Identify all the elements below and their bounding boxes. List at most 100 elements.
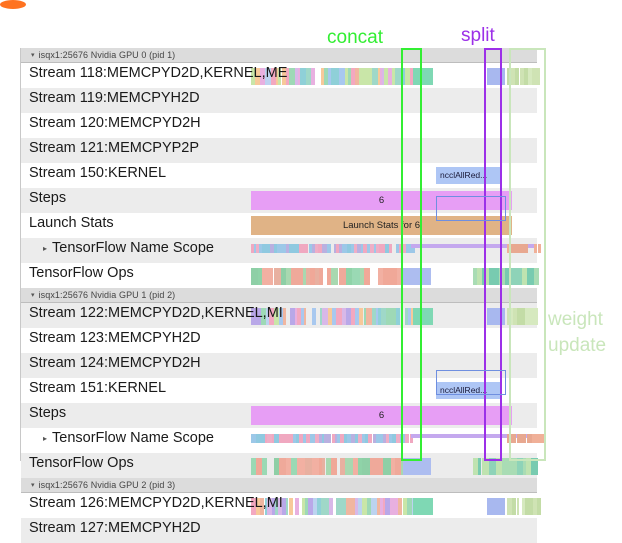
trace-event-block[interactable] — [350, 244, 355, 253]
trace-event-block[interactable] — [264, 244, 270, 253]
trace-event-block[interactable] — [321, 244, 327, 253]
empty-track[interactable] — [251, 113, 537, 138]
trace-event-block[interactable] — [340, 434, 345, 443]
trace-event-block[interactable] — [499, 268, 505, 285]
trace-event-block[interactable] — [294, 68, 298, 85]
row-label[interactable]: ▸TensorFlow Name Scope — [43, 430, 214, 446]
chevron-down-icon[interactable]: ▾ — [31, 291, 35, 299]
trace-event-block[interactable] — [395, 434, 401, 443]
timeline-row[interactable]: Stream 127:MEMCPYH2D — [21, 518, 537, 543]
trace-event-block[interactable] — [251, 244, 255, 253]
timeline-row[interactable]: Stream 119:MEMCPYH2D — [21, 88, 537, 113]
trace-event-block[interactable] — [291, 244, 295, 253]
trace-event-block[interactable] — [282, 244, 286, 253]
trace-event-block[interactable] — [514, 244, 522, 253]
row-label[interactable]: Stream 123:MEMCPYH2D — [29, 330, 201, 346]
row-label[interactable]: TensorFlow Ops — [29, 455, 134, 471]
row-label[interactable]: Launch Stats — [29, 215, 114, 231]
trace-event-block[interactable] — [359, 268, 365, 285]
trace-event-block[interactable] — [302, 244, 305, 253]
timeline-row[interactable]: ncclAllRed...Stream 150:KERNEL — [21, 163, 537, 188]
trace-event-block[interactable] — [337, 434, 341, 443]
trace-event-block[interactable] — [350, 434, 356, 443]
timeline-row[interactable]: Stream 121:MEMCPYP2P — [21, 138, 537, 163]
trace-event-block[interactable] — [345, 308, 352, 325]
trace-event-block[interactable] — [397, 268, 405, 285]
trace-event-block[interactable] — [311, 68, 316, 85]
timeline-row[interactable]: ▸TensorFlow Name Scope — [21, 238, 542, 263]
timeline-row[interactable]: Stream 120:MEMCPYD2H — [21, 113, 537, 138]
trace-event-block[interactable] — [306, 68, 312, 85]
trace-event-block[interactable] — [514, 68, 520, 85]
trace-event-block[interactable] — [516, 498, 520, 515]
trace-event-block[interactable] — [296, 434, 299, 443]
trace-event-block[interactable] — [262, 244, 265, 253]
trace-event-block[interactable] — [362, 434, 366, 443]
trace-event-block[interactable] — [251, 68, 255, 85]
trace-event-block[interactable] — [321, 434, 324, 443]
trace-event-block[interactable] — [274, 434, 279, 443]
trace-event-block[interactable] — [409, 434, 413, 443]
trace-event-block[interactable] — [303, 268, 307, 285]
trace-event-block[interactable] — [413, 498, 433, 515]
trace-event-block[interactable] — [327, 308, 333, 325]
trace-event-block[interactable] — [522, 268, 527, 285]
row-label[interactable]: Stream 122:MEMCPYD2D,KERNEL,MI — [29, 305, 283, 321]
trace-event-block[interactable] — [335, 244, 340, 253]
timeline-row[interactable]: Stream 126:MEMCPYD2D,KERNEL,MI — [21, 493, 542, 518]
kernel-track[interactable] — [251, 378, 537, 403]
trace-event-block[interactable] — [356, 244, 361, 253]
trace-event-block[interactable] — [288, 498, 293, 515]
trace-event-block[interactable] — [520, 308, 525, 325]
trace-event-block[interactable] — [505, 268, 511, 285]
trace-event-block[interactable] — [383, 244, 386, 253]
trace-event-block[interactable] — [273, 244, 277, 253]
trace-event-block[interactable] — [298, 244, 302, 253]
trace-event-block[interactable] — [286, 68, 289, 85]
timeline-row[interactable]: Stream 124:MEMCPYD2H — [21, 353, 537, 378]
trace-event-block[interactable] — [388, 68, 392, 85]
trace-event-block[interactable] — [277, 244, 282, 253]
empty-track[interactable] — [251, 403, 537, 428]
trace-event-block[interactable] — [346, 244, 351, 253]
trace-event-block[interactable] — [534, 244, 538, 253]
trace-event-block[interactable] — [296, 268, 303, 285]
trace-event-block[interactable] — [507, 68, 511, 85]
trace-event-block[interactable] — [408, 308, 411, 325]
trace-event-block[interactable] — [513, 308, 517, 325]
trace-event-block[interactable] — [290, 308, 295, 325]
trace-event-block[interactable] — [278, 434, 284, 443]
trace-event-block[interactable] — [287, 434, 291, 443]
trace-event-block[interactable] — [533, 268, 539, 285]
trace-event-block[interactable] — [473, 268, 477, 285]
trace-event-block[interactable] — [251, 308, 257, 325]
trace-event-block[interactable] — [351, 68, 356, 85]
trace-event-block[interactable] — [292, 434, 297, 443]
trace-event-block[interactable] — [376, 244, 380, 253]
trace-event-block[interactable] — [320, 308, 323, 325]
trace-event-block[interactable] — [344, 68, 349, 85]
trace-event-block[interactable] — [283, 434, 288, 443]
trace-event-block[interactable] — [366, 308, 372, 325]
trace-event-block[interactable] — [374, 68, 378, 85]
trace-event-block[interactable] — [255, 68, 261, 85]
trace-event-block[interactable] — [375, 434, 379, 443]
trace-event-block[interactable] — [487, 308, 505, 325]
trace-event-block[interactable] — [389, 434, 393, 443]
group-header-gpu-2[interactable]: ▾isqx1:25676 Nvidia GPU 2 (pid 3) — [21, 478, 537, 493]
trace-event-block[interactable] — [379, 68, 383, 85]
chevron-down-icon[interactable]: ▾ — [31, 481, 35, 489]
trace-event-block[interactable] — [321, 68, 324, 85]
row-label[interactable]: Stream 120:MEMCPYD2H — [29, 115, 201, 131]
trace-event-block[interactable] — [341, 244, 347, 253]
trace-event-block[interactable] — [279, 308, 283, 325]
trace-event-block[interactable] — [273, 268, 281, 285]
trace-event-block[interactable] — [257, 308, 262, 325]
trace-event-block[interactable] — [391, 308, 396, 325]
trace-event-block[interactable] — [536, 498, 542, 515]
trace-event-block[interactable] — [413, 68, 433, 85]
kernel-track[interactable] — [251, 163, 537, 188]
trace-event-block[interactable] — [535, 68, 541, 85]
timeline-row[interactable]: Stream 118:MEMCPYD2D,KERNEL,ME — [21, 63, 541, 88]
trace-event-block[interactable] — [303, 434, 306, 443]
